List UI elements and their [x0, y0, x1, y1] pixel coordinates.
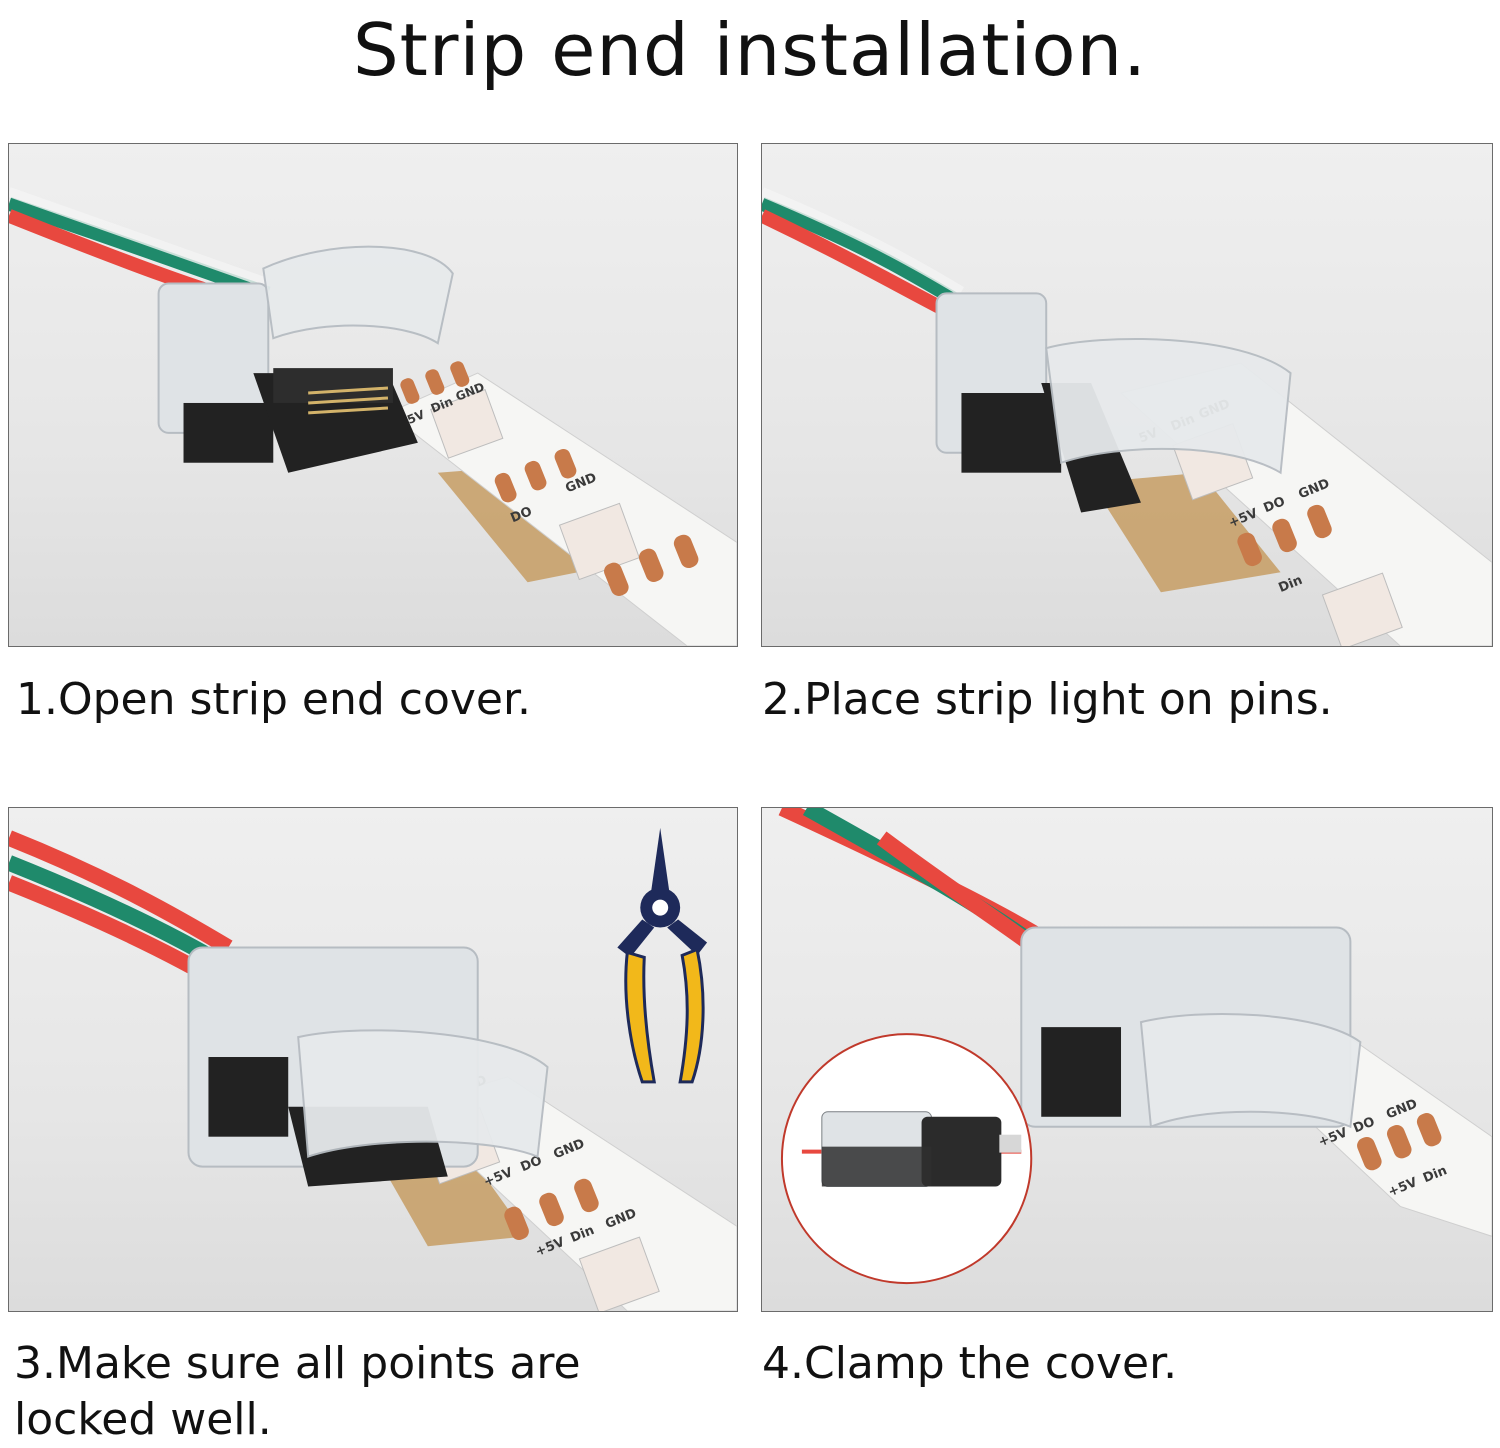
- connector: [187, 946, 549, 1187]
- step-3-photo: Din GND +5V DO GND +5V Din GND: [8, 807, 738, 1312]
- strip-on-pins-illustration: 5V Din GND +5V DO GND Din: [762, 187, 1492, 646]
- step-2-caption: 2.Place strip light on pins.: [762, 674, 1333, 725]
- connector: [157, 245, 454, 473]
- inset-detail-magnifier: [780, 1033, 1033, 1285]
- step-2-photo: 5V Din GND +5V DO GND Din: [761, 143, 1493, 647]
- connector: [1020, 926, 1362, 1129]
- strip-label: +5V: [533, 1235, 566, 1260]
- connector: [935, 292, 1292, 513]
- strip-label: Din: [1276, 573, 1304, 596]
- step-1-photo: +5V Din GND DO GND: [8, 143, 738, 647]
- step-4-photo: GND +5V DO GND +5V Din: [761, 807, 1493, 1312]
- page-title: Strip end installation.: [352, 8, 1148, 92]
- connector-open-illustration: +5V Din GND DO GND: [9, 187, 737, 646]
- locked-points-illustration: Din GND +5V DO GND +5V Din GND: [9, 827, 737, 1311]
- pliers-icon: [617, 827, 708, 1084]
- step-3-caption: 3.Make sure all points are locked well.: [14, 1338, 581, 1445]
- step-4-caption: 4.Clamp the cover.: [762, 1338, 1178, 1389]
- clamped-cover-illustration: GND +5V DO GND +5V Din: [778, 808, 1492, 1285]
- led-strip: +5V Din GND DO GND: [386, 361, 737, 646]
- step-1-caption: 1.Open strip end cover.: [16, 674, 532, 725]
